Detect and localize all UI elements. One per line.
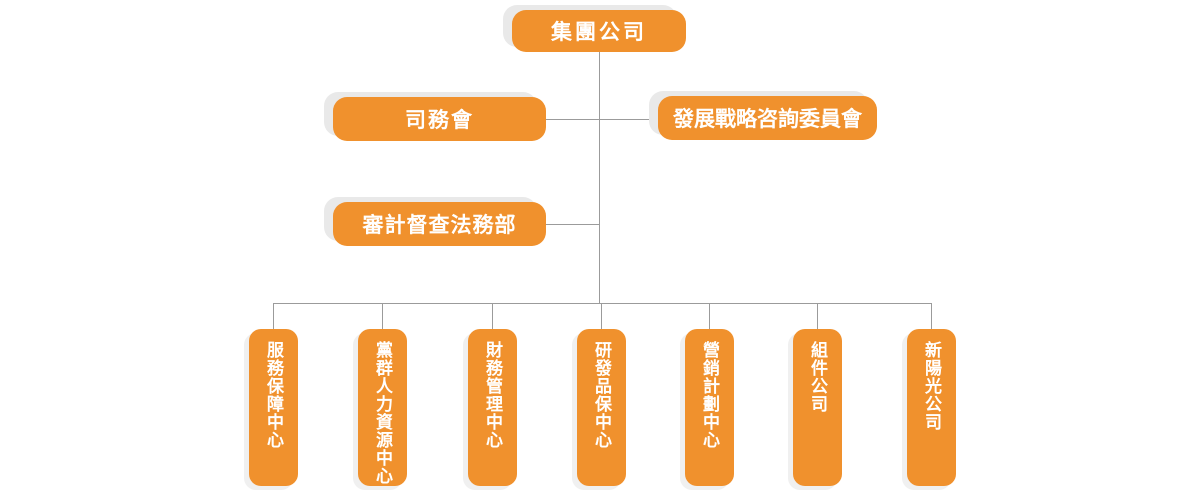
org-node-audit-legal-dept: 審計督查法務部	[333, 202, 546, 246]
org-node-label: 司務會	[405, 108, 474, 132]
connector-stub-2	[382, 303, 383, 329]
org-node-label: 發展戰略咨詢委員會	[673, 107, 862, 131]
connector-main-vertical	[599, 52, 600, 303]
org-node-label: 財務管理中心	[483, 341, 502, 449]
org-node-strategy-committee: 發展戰略咨詢委員會	[658, 96, 877, 140]
connector-stub-4	[601, 303, 602, 329]
org-node-label: 集團公司	[551, 20, 647, 44]
connector-level2-horizontal	[546, 119, 658, 120]
connector-level3-horizontal	[546, 224, 599, 225]
org-node-label: 審計督查法務部	[362, 213, 517, 237]
org-node-label: 服務保障中心	[264, 341, 283, 449]
org-node-label: 黨群人力資源中心	[373, 341, 392, 485]
org-node-council: 司務會	[333, 97, 546, 141]
org-node-service-support-center: 服務保障中心	[249, 329, 298, 486]
connector-stub-6	[817, 303, 818, 329]
connector-stub-3	[492, 303, 493, 329]
org-node-group-company: 集團公司	[512, 10, 686, 52]
org-node-label: 組件公司	[808, 341, 827, 413]
org-node-rnd-qa-center: 研發品保中心	[577, 329, 626, 486]
org-node-components-company: 組件公司	[793, 329, 842, 486]
connector-stub-1	[273, 303, 274, 329]
connector-stub-5	[709, 303, 710, 329]
org-node-finance-center: 財務管理中心	[468, 329, 517, 486]
org-node-label: 營銷計劃中心	[700, 341, 719, 449]
org-node-label: 研發品保中心	[592, 341, 611, 449]
org-node-marketing-planning-center: 營銷計劃中心	[685, 329, 734, 486]
org-node-party-hr-center: 黨群人力資源中心	[358, 329, 407, 486]
org-node-new-sunshine-company: 新陽光公司	[907, 329, 956, 486]
connector-stub-7	[931, 303, 932, 329]
org-node-label: 新陽光公司	[922, 341, 941, 431]
connector-distribution-horizontal	[273, 303, 932, 304]
